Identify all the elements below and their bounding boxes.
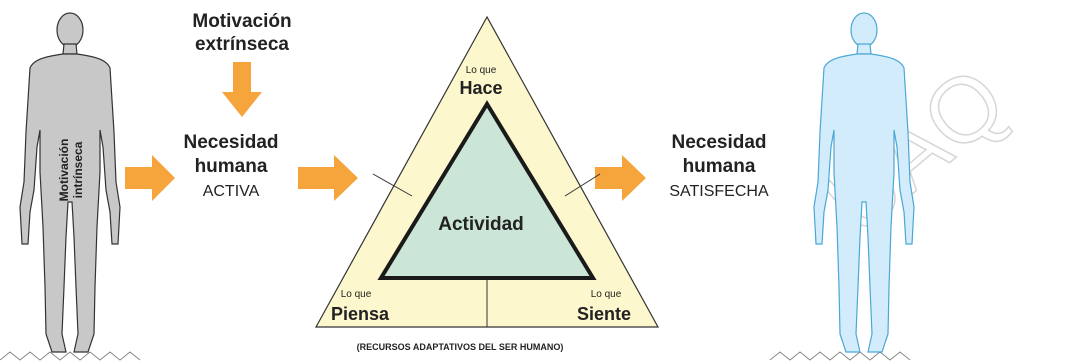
need-satisfied-line1: Necesidad	[671, 132, 766, 153]
arrow-triangle-to-satisfied	[595, 155, 646, 201]
extrinsic-label-line1: Motivación	[192, 11, 291, 32]
divider-top-left	[372, 173, 413, 197]
bottom-right-big-label: Siente	[577, 304, 631, 324]
intrinsic-label-line1: Motivación	[57, 139, 71, 202]
need-satisfied-line2: humana	[683, 156, 756, 177]
extrinsic-label-line2: extrínseca	[195, 34, 289, 55]
bottom-right-small-label: Lo que	[591, 289, 622, 300]
top-big-label: Hace	[459, 78, 502, 98]
need-active-line1: Necesidad	[183, 132, 278, 153]
divider-top-right	[564, 173, 601, 197]
right-figure-body	[813, 12, 915, 353]
ground-left	[0, 351, 141, 361]
arrow-figure-to-need	[125, 155, 175, 201]
arrow-need-to-triangle	[298, 155, 358, 201]
ground-right	[769, 351, 911, 361]
bottom-left-small-label: Lo que	[341, 289, 372, 300]
need-satisfied-state: SATISFECHA	[669, 183, 769, 200]
triangle-caption: (RECURSOS ADAPTATIVOS DEL SER HUMANO)	[357, 342, 564, 352]
top-small-label: Lo que	[466, 65, 497, 76]
need-active-line2: humana	[195, 156, 268, 177]
right-human-figure	[813, 12, 915, 353]
intrinsic-motivation-label: Motivación intrínseca	[57, 139, 85, 202]
activity-label: Actividad	[438, 214, 524, 235]
need-active-state: ACTIVA	[203, 183, 260, 200]
down-arrow	[222, 62, 262, 117]
bottom-left-big-label: Piensa	[331, 304, 390, 324]
intrinsic-label-line2: intrínseca	[71, 141, 85, 198]
inner-triangle	[377, 100, 597, 280]
